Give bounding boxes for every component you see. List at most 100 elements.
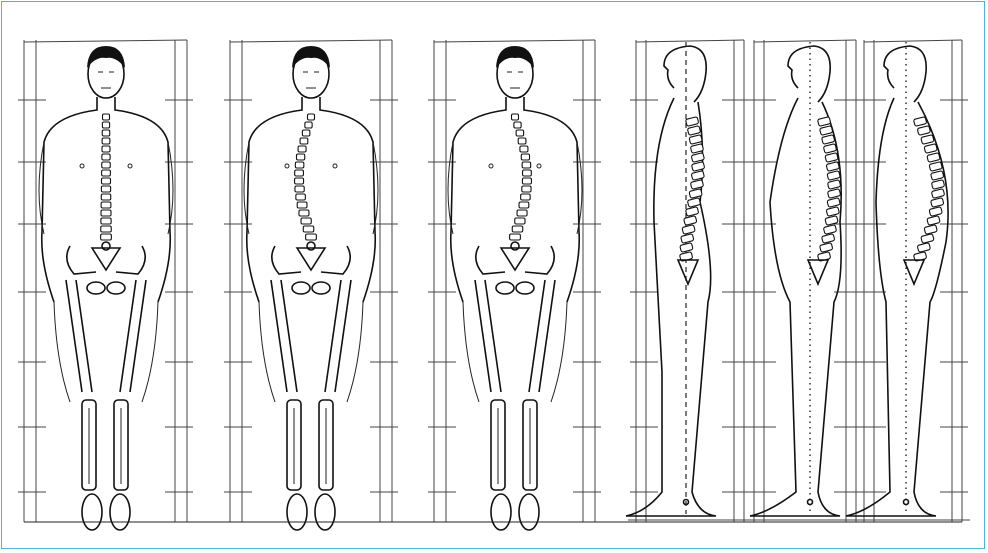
foot (82, 494, 102, 530)
sacrum (297, 248, 325, 270)
vertebra (302, 130, 310, 136)
hair (496, 46, 534, 68)
vertebra (682, 225, 695, 235)
femur (475, 280, 555, 392)
vertebra (685, 207, 698, 217)
grid-line (636, 40, 744, 42)
front-view-panel-1 (18, 40, 193, 530)
vertebra (921, 135, 934, 145)
body-front-outline (750, 98, 798, 516)
vertebra (820, 243, 833, 253)
vertebra (917, 243, 930, 253)
vertebra (296, 154, 304, 160)
nipple (80, 164, 84, 168)
vertebra (102, 122, 109, 128)
vertebra (917, 126, 930, 136)
vertebra (518, 138, 526, 144)
grid-line (230, 40, 392, 42)
leg-outline (463, 302, 567, 402)
hair (87, 46, 125, 68)
hip-joint (87, 282, 105, 294)
side-view-panel-1 (626, 40, 752, 522)
vertebra (305, 122, 312, 128)
vertebra (826, 162, 839, 172)
vertebra (514, 122, 521, 128)
vertebra (298, 146, 306, 152)
vertebra (510, 234, 521, 240)
vertebra (685, 117, 698, 127)
sacrum (501, 248, 529, 270)
head-profile (884, 46, 926, 102)
vertebra (102, 154, 110, 160)
vertebra (822, 135, 835, 145)
grid-line (864, 40, 962, 42)
vertebra (101, 194, 111, 200)
vertebra (931, 180, 944, 190)
femur (271, 280, 351, 392)
vertebra (308, 114, 315, 120)
vertebra (512, 114, 519, 120)
vertebra (820, 126, 833, 136)
femur (66, 280, 146, 392)
side-view-panel-2 (746, 40, 864, 522)
vertebra (523, 170, 532, 176)
hip-joint (496, 282, 514, 294)
vertebra (924, 144, 937, 154)
vertebra (822, 234, 835, 244)
vertebra (520, 146, 528, 152)
grid-line (754, 40, 856, 42)
vertebra (522, 162, 531, 168)
vertebra (512, 226, 523, 232)
vertebra (101, 202, 111, 208)
side-view-panel-3 (846, 40, 970, 522)
vertebra (687, 126, 700, 136)
hip-joint (516, 282, 534, 294)
vertebra (300, 138, 308, 144)
vertebra (101, 234, 112, 240)
vertebra (517, 210, 527, 216)
vertebra (827, 180, 840, 190)
vertebra (101, 218, 111, 224)
foot (519, 494, 539, 530)
vertebra (521, 154, 529, 160)
vertebra (102, 138, 110, 144)
vertebra (295, 186, 304, 192)
vertebra (522, 178, 531, 184)
vertebra (295, 178, 304, 184)
body-front-outline (846, 98, 894, 516)
nipple (537, 164, 541, 168)
leg-outline (54, 302, 158, 402)
nipple (285, 164, 289, 168)
vertebra (921, 234, 934, 244)
vertebra (101, 226, 112, 232)
vertebra (299, 210, 309, 216)
nipple (489, 164, 493, 168)
vertebra (929, 162, 942, 172)
leg-outline (259, 302, 363, 402)
vertebra (301, 218, 311, 224)
vertebra (306, 234, 317, 240)
ankle-point (904, 500, 909, 505)
foot (287, 494, 307, 530)
vertebra (102, 146, 110, 152)
foot (110, 494, 130, 530)
vertebra (823, 144, 836, 154)
vertebra (927, 216, 940, 226)
vertebra (680, 243, 693, 253)
grid-line (24, 40, 187, 42)
vertebra (913, 117, 926, 127)
vertebra (827, 198, 840, 208)
hair (292, 46, 330, 68)
front-view-panel-2 (224, 40, 398, 530)
vertebra (931, 198, 944, 208)
vertebra (295, 162, 304, 168)
vertebra (687, 198, 700, 208)
sacrum (92, 248, 120, 270)
front-view-panel-3 (428, 40, 601, 530)
vertebra (102, 162, 111, 168)
vertebra (101, 210, 111, 216)
sacrum (808, 260, 828, 284)
hip-joint (312, 282, 330, 294)
